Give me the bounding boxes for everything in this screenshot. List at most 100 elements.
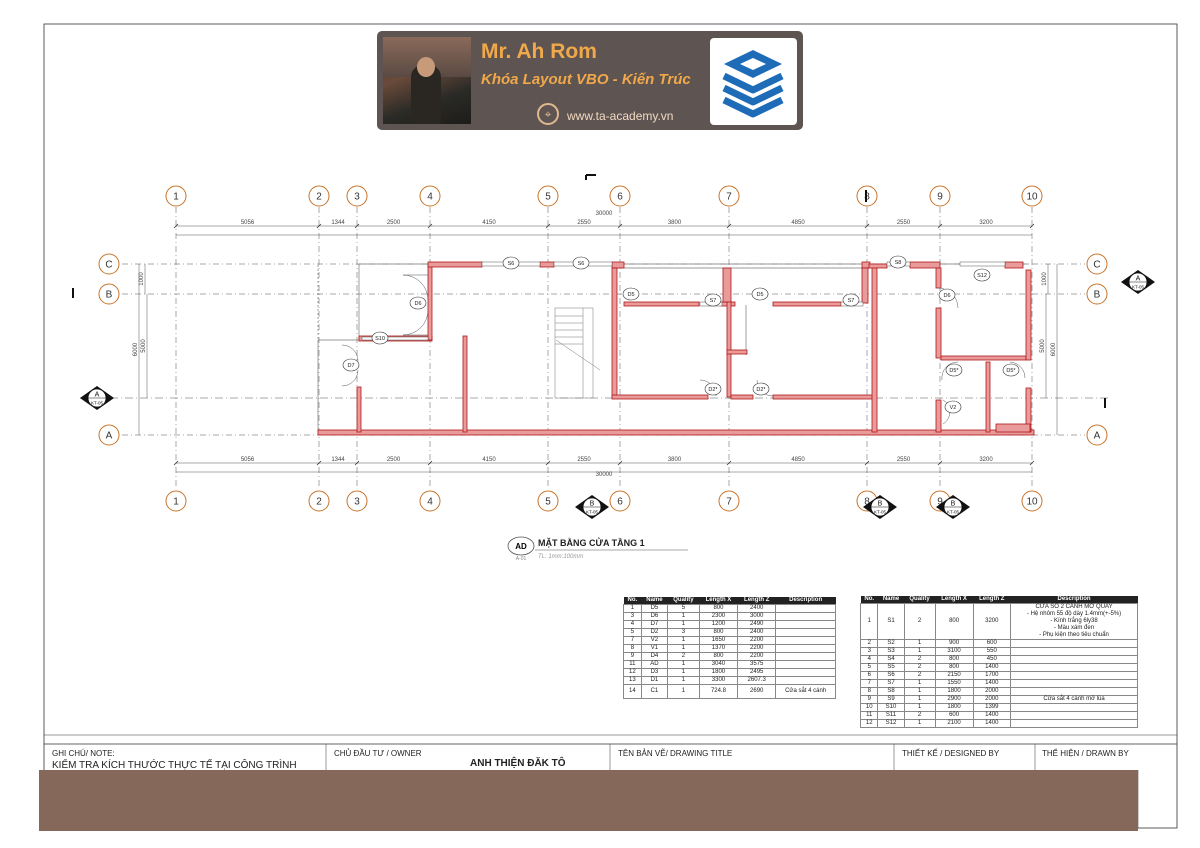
table-cell: D7 <box>640 620 669 629</box>
table-cell: D4 <box>640 652 669 661</box>
table-cell: 2000 <box>972 695 1012 704</box>
table-cell: 3100 <box>934 647 974 656</box>
dimension-value: 5056 <box>241 220 255 226</box>
table-cell: 4 <box>859 655 879 664</box>
window-tag-label: S12 <box>977 273 987 279</box>
grid-bubble-C <box>1086 253 1108 275</box>
table-cell: 1 <box>903 679 936 688</box>
dimension-tick <box>726 223 732 229</box>
table-cell: S6 <box>877 671 905 680</box>
outline-walls <box>317 263 1028 432</box>
website-link[interactable]: www.ta-academy.vn <box>567 109 674 123</box>
table-header: Description <box>775 597 836 605</box>
dimension-value: 4150 <box>482 220 496 226</box>
dimension-value: 1000 <box>139 272 145 286</box>
grid-bubble-5 <box>537 185 559 207</box>
grid-bubble-6 <box>609 185 631 207</box>
table-cell: 3575 <box>737 660 777 669</box>
table-cell <box>775 652 836 661</box>
table-cell: V1 <box>640 644 669 653</box>
table-cell: 1650 <box>698 636 739 645</box>
table-cell: 1200 <box>698 620 739 629</box>
window-tag <box>973 268 991 282</box>
grid-bubble-10 <box>1021 490 1043 512</box>
table-cell: 2900 <box>934 695 974 704</box>
grid-bubble-label: 4 <box>427 497 433 508</box>
door-tag-label: D5 <box>627 292 634 298</box>
table-cell: 13 <box>623 676 642 685</box>
window-tag-label: S10 <box>375 336 385 342</box>
table-cell: 2300 <box>698 612 739 621</box>
grid-bubble-label: 6 <box>617 497 623 508</box>
table-cell: 7 <box>859 679 879 688</box>
grid-bubble-label: 3 <box>354 192 360 203</box>
table-header: Name <box>641 597 668 605</box>
dimension-value: 3200 <box>979 220 993 226</box>
table-cell: 3300 <box>698 676 739 685</box>
dimension-value: 6000 <box>133 342 139 356</box>
section-marker: AKT-05 <box>1121 270 1155 294</box>
table-cell: 2 <box>667 652 700 661</box>
table-cell: S2 <box>877 639 905 648</box>
table-cell: CỬA SỔ 2 CÁNH MỞ QUAY- Hệ nhôm 55 độ dày… <box>1010 603 1138 640</box>
dimension-tick <box>173 460 179 466</box>
dimension-value: 4850 <box>791 457 805 463</box>
table-cell <box>775 604 836 613</box>
door-tag-label: D2* <box>708 387 718 393</box>
course-title: Khóa Layout VBO - Kiến Trúc <box>481 71 691 88</box>
dimension-tick <box>427 460 433 466</box>
view-scale: TL: 1mm:100mm <box>538 554 584 560</box>
table-cell <box>775 668 836 677</box>
table-cell: 900 <box>934 639 974 648</box>
table-cell: 2150 <box>934 671 974 680</box>
dimension-tick <box>173 223 179 229</box>
table-cell <box>1010 679 1138 688</box>
table-cell <box>775 660 836 669</box>
table-cell: 800 <box>698 604 739 613</box>
table-cell: 1370 <box>698 644 739 653</box>
dimension-tick <box>316 460 322 466</box>
table-cell: 2200 <box>737 652 777 661</box>
window-tag <box>889 255 907 269</box>
door-tag <box>752 382 770 396</box>
total-dimension: 30000 <box>596 211 613 217</box>
table-cell: 1 <box>903 695 936 704</box>
dimension-value: 3200 <box>979 457 993 463</box>
owner-label: CHỦ ĐẦU TƯ / OWNER <box>334 749 422 758</box>
table-cell: 2400 <box>737 604 777 613</box>
table-header: Description <box>1010 596 1138 604</box>
grid-bubble-label: 2 <box>316 192 322 203</box>
dimension-value: 2500 <box>387 220 401 226</box>
table-cell <box>1010 687 1138 696</box>
table-cell <box>1010 719 1138 728</box>
table-cell: 2200 <box>737 636 777 645</box>
dimension-tick <box>545 460 551 466</box>
table-cell: 1800 <box>934 687 974 696</box>
table-cell: 1 <box>667 636 700 645</box>
table-header: Length Z <box>973 596 1011 604</box>
section-marker: BKT-05 <box>936 495 970 519</box>
table-cell <box>775 620 836 629</box>
table-cell: 2495 <box>737 668 777 677</box>
section-marker-letter: A <box>95 392 100 399</box>
dimension-value: 1344 <box>331 457 345 463</box>
section-marker-sheet: KT-05 <box>1132 285 1145 290</box>
description-line: CỬA SỔ 2 CÁNH MỞ QUAY <box>1035 604 1113 610</box>
table-cell: 1 <box>903 719 936 728</box>
dimension-tick <box>354 460 360 466</box>
table-cell: 1 <box>903 687 936 696</box>
dimension-value: 2500 <box>387 457 401 463</box>
window-tag <box>502 256 520 270</box>
table-cell: S9 <box>877 695 905 704</box>
